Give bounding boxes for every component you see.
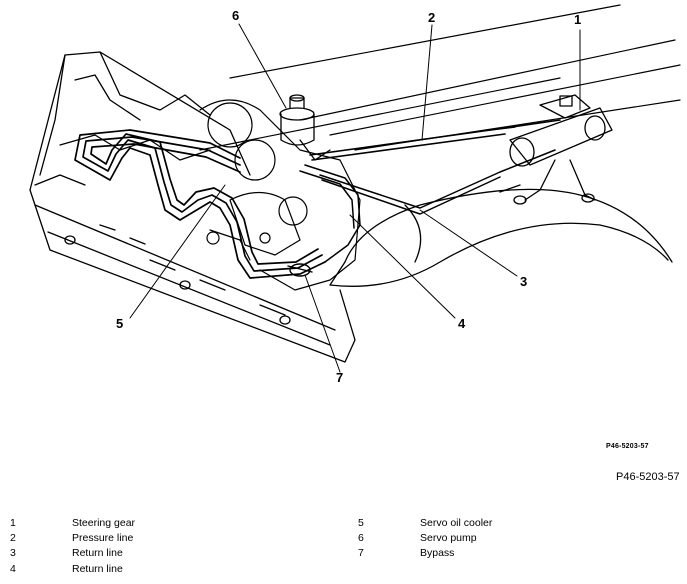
legend-number: 6 bbox=[358, 532, 364, 544]
engine-block bbox=[199, 99, 361, 291]
servo-oil-cooler bbox=[74, 129, 326, 279]
servo-pump bbox=[279, 94, 331, 161]
return-line-4 bbox=[299, 164, 361, 263]
leader-lines bbox=[129, 23, 581, 373]
legend-label: Steering gear bbox=[72, 517, 136, 529]
figure-reference-small: P46-5203-57 bbox=[606, 443, 649, 450]
radiator-frame bbox=[29, 51, 356, 363]
legend-label: Return line bbox=[72, 547, 123, 559]
legend-number: 7 bbox=[358, 547, 364, 559]
legend: 1 Steering gear 2 Pressure line 3 Return… bbox=[0, 516, 687, 580]
bypass-fitting bbox=[287, 263, 313, 277]
callout-7: 7 bbox=[336, 370, 343, 385]
chassis-rails bbox=[199, 4, 681, 151]
wheel-arch bbox=[329, 188, 673, 287]
callout-2: 2 bbox=[428, 10, 435, 25]
legend-label: Bypass bbox=[420, 547, 455, 559]
callout-6: 6 bbox=[232, 8, 239, 23]
legend-label: Servo pump bbox=[420, 532, 477, 544]
figure-reference: P46-5203-57 bbox=[616, 471, 680, 483]
power-steering-illustration: 1 2 3 4 5 6 7 bbox=[29, 4, 681, 385]
legend-number: 2 bbox=[10, 532, 16, 544]
legend-number: 3 bbox=[10, 547, 16, 559]
legend-label: Pressure line bbox=[72, 532, 134, 544]
callout-5: 5 bbox=[116, 316, 123, 331]
steering-gear bbox=[499, 94, 613, 205]
callout-3: 3 bbox=[520, 274, 527, 289]
legend-label: Servo oil cooler bbox=[420, 517, 493, 529]
callout-1: 1 bbox=[574, 12, 581, 27]
legend-label: Return line bbox=[72, 563, 123, 575]
pressure-line bbox=[309, 119, 561, 161]
legend-number: 1 bbox=[10, 517, 16, 529]
legend-number: 5 bbox=[358, 517, 364, 529]
callout-4: 4 bbox=[458, 316, 466, 331]
legend-number: 4 bbox=[10, 563, 16, 575]
